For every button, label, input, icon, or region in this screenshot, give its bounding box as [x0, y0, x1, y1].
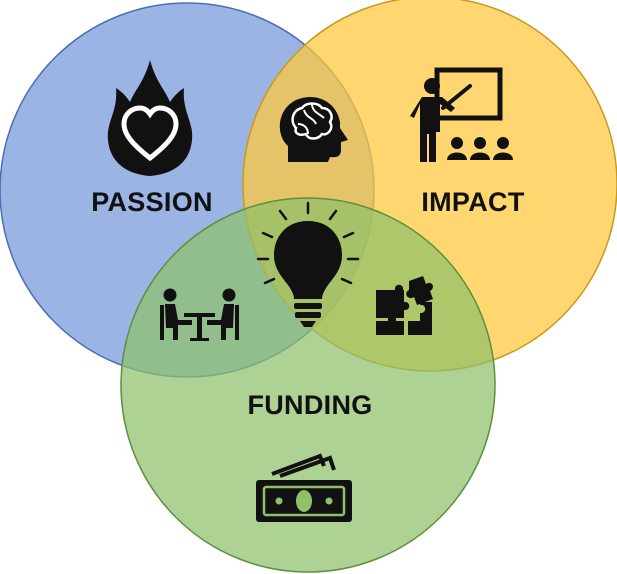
- money-bills-icon: [256, 453, 352, 522]
- funding-label: FUNDING: [247, 390, 372, 420]
- lightbulb-icon: [256, 201, 360, 327]
- meeting-table-icon: [160, 288, 239, 341]
- passion-label: PASSION: [91, 187, 213, 217]
- puzzle-pieces-icon: [376, 276, 433, 335]
- brain-head-icon: [279, 96, 348, 162]
- impact-label: IMPACT: [421, 187, 524, 217]
- presenter-audience-icon: [410, 67, 513, 162]
- flame-heart-icon: [107, 60, 193, 176]
